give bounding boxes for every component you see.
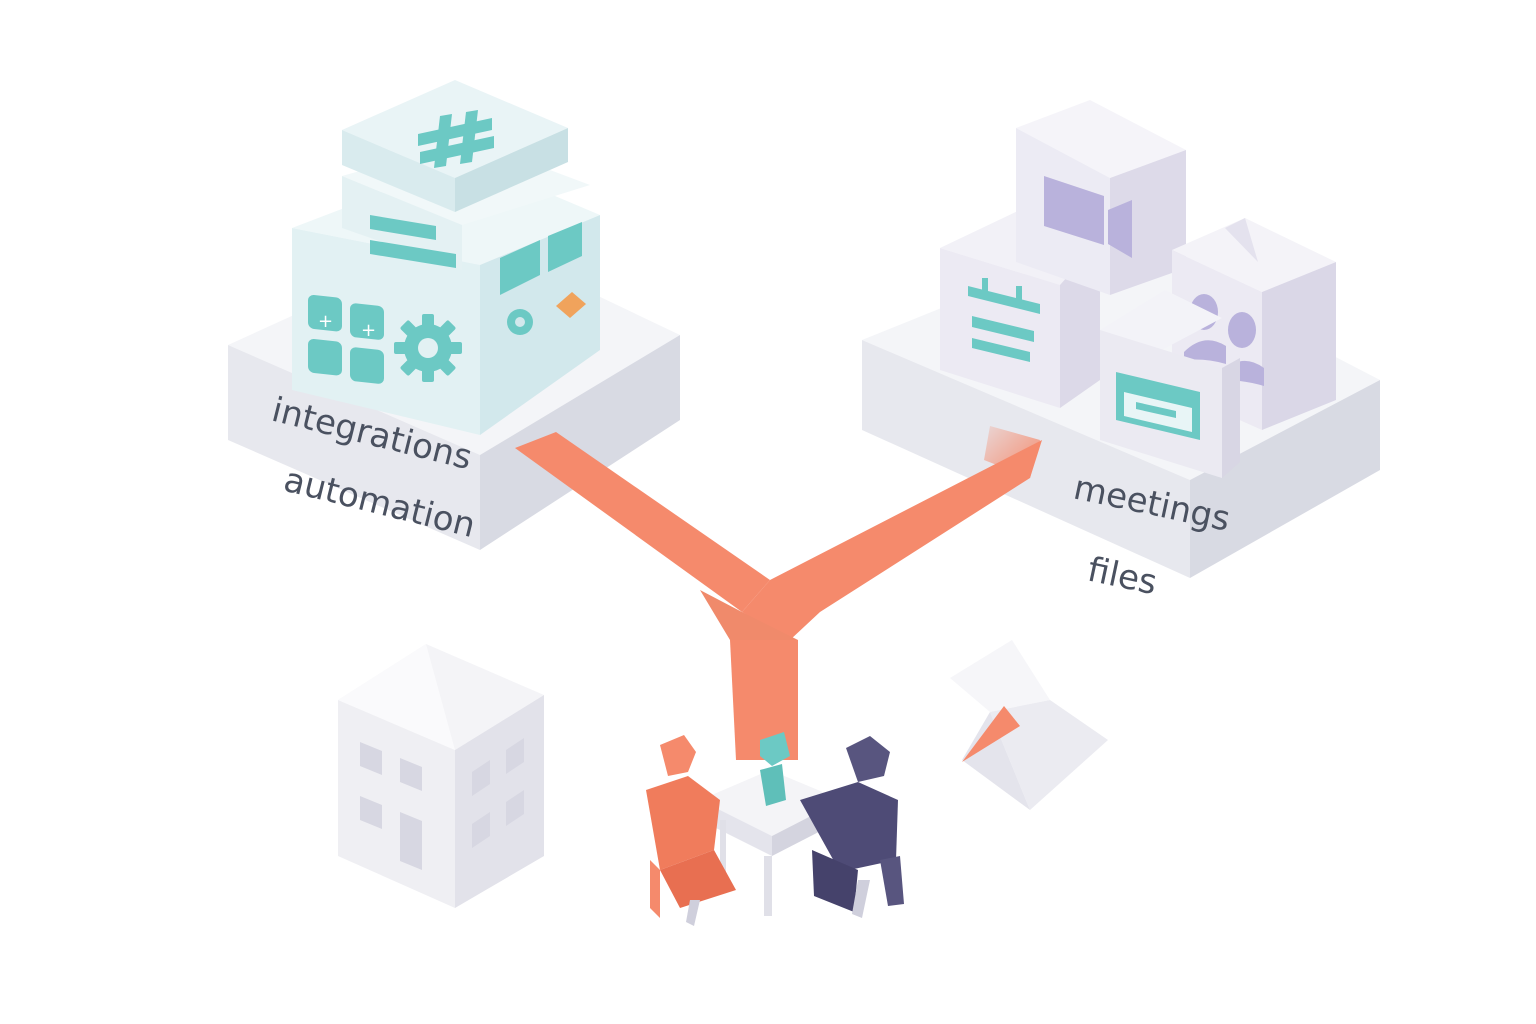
connector-path: [515, 426, 1042, 760]
chat-bubble-icon: [500, 222, 582, 295]
building-windows: [360, 738, 524, 870]
sticky-note-icon: [556, 292, 586, 318]
keypad-icon: + +: [308, 294, 384, 384]
svg-text:+: +: [318, 311, 333, 332]
hash-icon: [418, 110, 494, 168]
person-navy: [800, 736, 904, 918]
gear-icon: [394, 314, 462, 382]
person-teal: [760, 732, 790, 806]
building: [338, 644, 544, 908]
video-camera-icon: [1044, 176, 1132, 258]
svg-text:+: +: [361, 320, 376, 341]
text-lines-icon: [370, 215, 456, 268]
small-gear-icon: [507, 309, 533, 335]
folder-icon: [1116, 372, 1200, 440]
calendar-icon: [968, 278, 1040, 362]
paper-plane: [950, 640, 1108, 810]
person-coral: [646, 735, 736, 926]
